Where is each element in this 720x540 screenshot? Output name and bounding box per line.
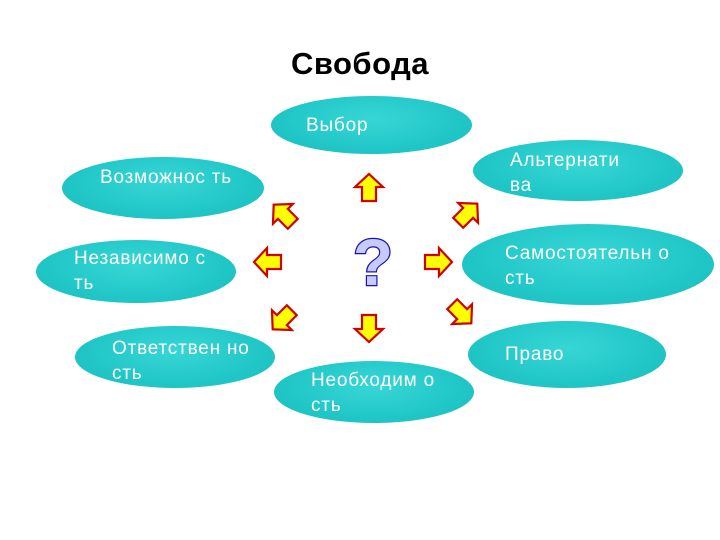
- node-otvetstvennost-label: Ответствен ность: [112, 338, 250, 384]
- arrow-up-right-icon: [447, 192, 489, 234]
- node-alternativa: [473, 140, 683, 201]
- diagram-title: Свобода: [290, 46, 430, 81]
- arrow-up-left-icon: [262, 193, 304, 235]
- node-vybor: [271, 96, 472, 154]
- node-samostoyatelnost: [462, 224, 714, 305]
- node-neobkhodimost: [274, 361, 474, 423]
- node-pravo: [468, 321, 666, 388]
- arrow-down-right-icon: [441, 293, 483, 335]
- arrow-down-left-icon: [261, 299, 303, 341]
- node-vozmozhnost: [62, 157, 264, 219]
- arrow-down-icon: [353, 313, 385, 344]
- arrow-left-icon: [252, 246, 283, 278]
- node-alternativa-label: Альтернати ва: [510, 150, 620, 196]
- node-otvetstvennost: [75, 326, 275, 388]
- node-pravo-label: Право: [505, 344, 565, 365]
- node-neobkhodimost-label: Необходим ость: [311, 370, 435, 416]
- node-vozmozhnost-label: Возможнос ть: [100, 167, 232, 188]
- node-vybor-label: Выбор: [306, 115, 369, 136]
- node-nezavisimost-label: Независимо сть: [74, 248, 206, 294]
- question-mark-icon: ?: [353, 225, 393, 299]
- arrow-right-icon: [423, 246, 454, 278]
- arrow-up-icon: [353, 172, 385, 203]
- node-samostoyatelnost-label: Самостоятельн ость: [505, 243, 670, 289]
- node-nezavisimost: [36, 240, 236, 303]
